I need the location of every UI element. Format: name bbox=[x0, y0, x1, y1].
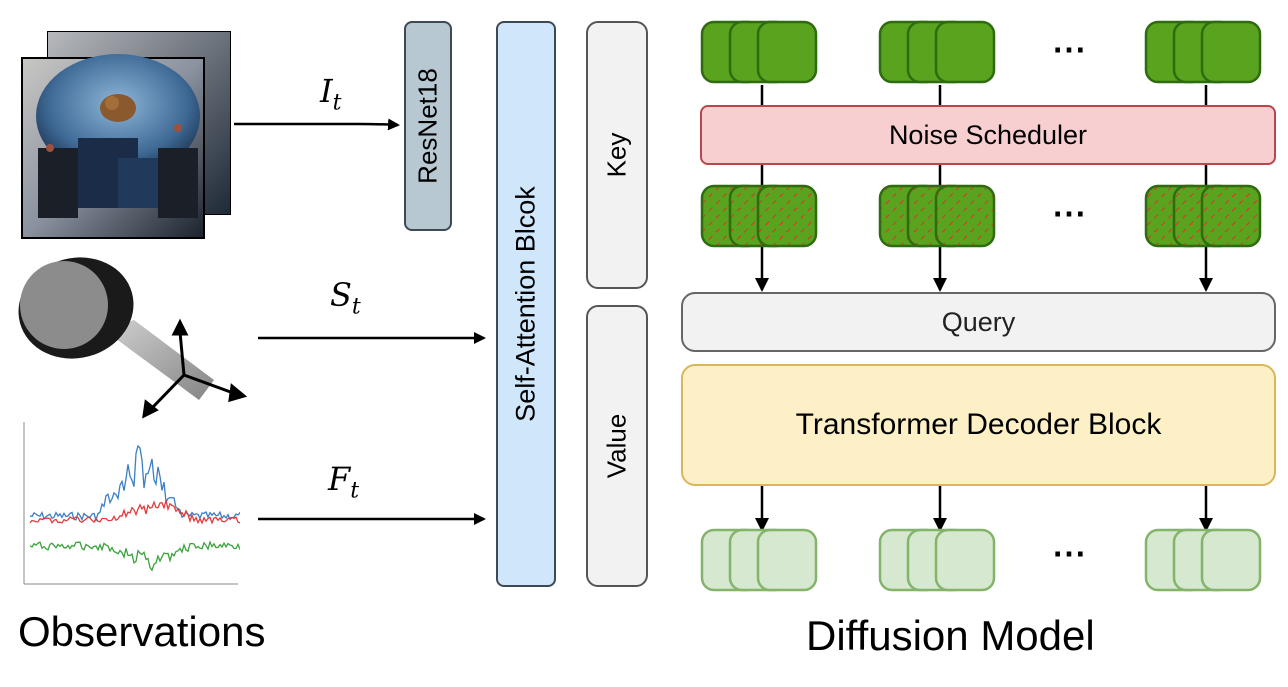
denoised-action-token bbox=[756, 528, 818, 592]
input-force-symbol: F bbox=[328, 460, 351, 498]
input-label-force: Ft bbox=[328, 460, 359, 503]
input-force-subscript: t bbox=[350, 478, 360, 504]
observations-caption: Observations bbox=[18, 608, 266, 655]
arrow-image-to-resnet bbox=[234, 118, 400, 131]
input-image-symbol: I bbox=[320, 72, 333, 110]
denoised-action-token bbox=[1200, 528, 1262, 592]
input-label-state: St bbox=[330, 276, 361, 319]
query-block: Query bbox=[681, 292, 1276, 352]
clean-action-token bbox=[934, 20, 996, 84]
resnet18-block: ResNet18 bbox=[404, 21, 452, 231]
input-state-subscript: t bbox=[351, 294, 361, 320]
force-signal-plot bbox=[23, 422, 240, 585]
key-block: Key bbox=[586, 21, 648, 289]
force-z-line bbox=[29, 540, 240, 572]
camera-image-graphic bbox=[21, 31, 231, 239]
camera-image-stack bbox=[18, 28, 234, 242]
input-state-symbol: S bbox=[330, 276, 352, 314]
diffusion-model-caption: Diffusion Model bbox=[806, 612, 1095, 659]
end-effector-pose-graphic bbox=[18, 257, 248, 419]
clean-action-token bbox=[756, 20, 818, 84]
noise-scheduler-block: Noise Scheduler bbox=[700, 105, 1276, 165]
noisy-action-token bbox=[756, 184, 818, 248]
clean-action-token bbox=[1200, 20, 1262, 84]
transformer-decoder-block: Transformer Decoder Block bbox=[681, 364, 1276, 486]
input-label-image: It bbox=[320, 72, 341, 115]
force-x-line bbox=[29, 444, 240, 523]
ellipsis-noisy-tokens: ⋯ bbox=[1052, 195, 1087, 233]
ellipsis-clean-tokens: ⋯ bbox=[1052, 31, 1087, 69]
force-y-line bbox=[29, 500, 240, 525]
self-attention-block: Self-Attention Blcok bbox=[496, 21, 556, 587]
ellipsis-output-tokens: ⋯ bbox=[1052, 535, 1087, 573]
noisy-action-token bbox=[1200, 184, 1262, 248]
input-image-subscript: t bbox=[332, 90, 342, 116]
value-block: Value bbox=[586, 305, 648, 587]
noisy-action-token bbox=[934, 184, 996, 248]
denoised-action-token bbox=[934, 528, 996, 592]
